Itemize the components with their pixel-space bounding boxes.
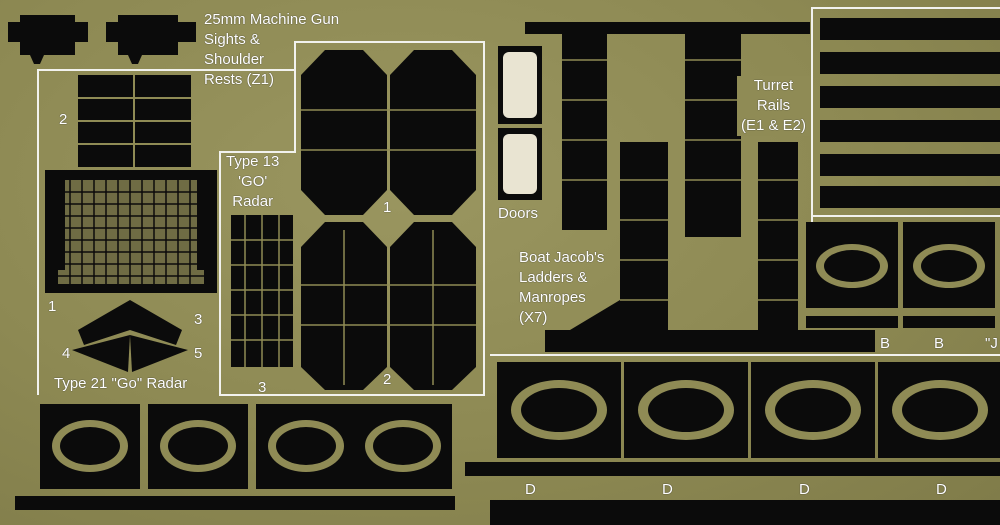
turret-rail-parts <box>820 18 1000 208</box>
jacobs-line-1: Boat Jacob's <box>519 249 605 266</box>
door-parts <box>498 46 542 200</box>
part-letter-b: B <box>934 335 945 352</box>
turret-line-1: Turret <box>753 77 794 94</box>
part-number-2: 2 <box>383 371 392 388</box>
radar-panel-parts <box>301 50 476 390</box>
part-letter-d: D <box>799 481 810 498</box>
jacobs-line-3: Manropes <box>519 289 586 306</box>
turret-line-2: Rails <box>756 97 791 114</box>
doors-label: Doors <box>498 205 539 222</box>
turret-label: Turret Rails (E1 & E2) <box>737 76 811 136</box>
turret-rails-outline <box>811 7 1000 230</box>
part-number-3: 3 <box>194 311 203 328</box>
mg-sights-line-3: Shoulder <box>204 51 265 68</box>
jacobs-line-2: Ladders & <box>519 269 588 286</box>
mg-sight-part <box>106 15 196 64</box>
mg-sight-part <box>8 15 88 64</box>
part-letter-d: D <box>525 481 536 498</box>
part-number-3: 3 <box>258 379 267 396</box>
part-number-2: 2 <box>59 111 68 128</box>
a-frame-parts <box>15 404 455 510</box>
mg-sights-line-1: 25mm Machine Gun <box>204 11 340 28</box>
type21-part-2 <box>78 75 191 167</box>
jacobs-ladder-parts <box>525 22 875 352</box>
part-number-4: 4 <box>62 345 71 362</box>
type21-region-outline <box>37 41 485 396</box>
type13-label: Type 13 'GO' Radar <box>226 152 279 212</box>
type21-label: Type 21 "Go" Radar <box>54 375 188 392</box>
jacobs-label: Boat Jacob's Ladders & Manropes (X7) <box>519 248 604 328</box>
type21-fan-parts <box>72 300 188 372</box>
part-number-1: 1 <box>383 199 392 216</box>
jacobs-line-4: (X7) <box>519 309 548 326</box>
type21-part-1 <box>45 170 217 293</box>
part-number-5: 5 <box>194 345 203 362</box>
part-letter-d: D <box>662 481 673 498</box>
part-letter-d: D <box>936 481 947 498</box>
mg-sights-label: 25mm Machine Gun Sights & Shoulder Rests… <box>204 10 339 90</box>
type13-radar-part <box>231 215 293 367</box>
type13-line-2: 'GO' <box>238 173 268 190</box>
type13-line-1: Type 13 <box>226 153 280 170</box>
type13-line-3: Radar <box>232 193 274 210</box>
mg-sights-line-4: Rests (Z1) <box>204 71 275 88</box>
part-number-1: 1 <box>48 298 57 315</box>
turret-line-3: (E1 & E2) <box>741 117 807 134</box>
part-letter-j: "J <box>985 335 998 352</box>
mg-sights-line-2: Sights & <box>204 31 260 48</box>
d-frame-parts <box>465 362 1000 525</box>
part-letter-b: B <box>880 335 891 352</box>
